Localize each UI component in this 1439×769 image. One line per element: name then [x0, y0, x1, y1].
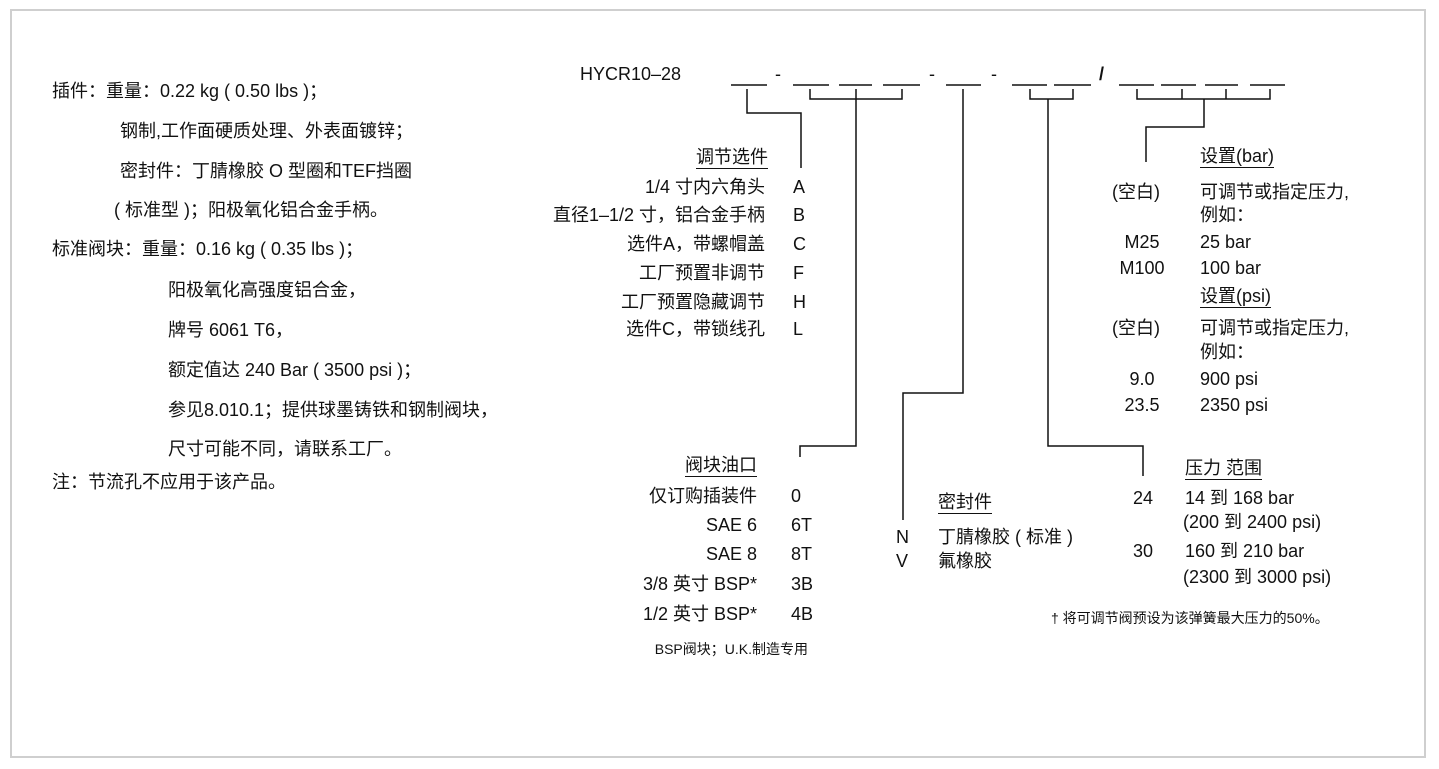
adjust-label: 工厂预置隐藏调节 — [621, 292, 765, 312]
note-line: 参见8.010.1；提供球墨铸铁和钢制阀块， — [168, 400, 499, 420]
seal-code: V — [896, 551, 909, 571]
adjust-code: L — [793, 319, 804, 339]
port-code: 4B — [791, 604, 814, 624]
port-label: 仅订购插装件 — [649, 486, 757, 506]
note-line: 插件：重量：0.22 kg ( 0.50 lbs )； — [52, 81, 328, 101]
adjust-title: 调节选件 — [696, 147, 768, 169]
code-slash: / — [1099, 64, 1105, 84]
note-line: ( 标准型 )；阳极氧化铝合金手柄。 — [114, 200, 388, 220]
note-line: 额定值达 240 Bar ( 3500 psi )； — [168, 360, 422, 380]
adjust-code: B — [793, 205, 806, 225]
setting-code: (空白) — [1112, 182, 1160, 202]
adjust-code: H — [793, 292, 806, 312]
setting-code: (空白) — [1112, 318, 1160, 338]
port-label: 1/2 英寸 BSP* — [642, 604, 757, 624]
model-code-prefix: HYCR10–28 — [580, 64, 682, 84]
setting-code: M25 — [1124, 232, 1160, 252]
setting-connector — [1145, 99, 1205, 162]
note-line: 密封件：丁腈橡胶 O 型圈和TEF挡圈 — [120, 161, 412, 181]
range-code: 24 — [1133, 488, 1154, 508]
port-code: 0 — [791, 486, 802, 506]
seals-title: 密封件 — [938, 492, 992, 514]
setting-example: 例如： — [1200, 205, 1254, 225]
note-line: 尺寸可能不同，请联系工厂。 — [168, 439, 402, 459]
setting-desc: 可调节或指定压力, — [1200, 182, 1350, 202]
range-bracket — [1029, 89, 1074, 100]
note-line: 标准阀块：重量：0.16 kg ( 0.35 lbs )； — [52, 239, 364, 259]
setting-label: 900 psi — [1200, 369, 1259, 389]
note-line: 钢制,工作面硬质处理、外表面镀锌； — [120, 121, 413, 141]
adjust-code: A — [793, 177, 806, 197]
adjust-label: 选件A，带螺帽盖 — [626, 234, 765, 254]
setting-label: 100 bar — [1200, 258, 1262, 278]
code-dash: - — [991, 64, 997, 84]
range-connector — [1047, 99, 1144, 476]
setting-bracket — [1136, 89, 1271, 100]
seal-label: 氟橡胶 — [938, 551, 992, 571]
range-bar: 14 到 168 bar — [1185, 488, 1295, 508]
range-psi: (2300 到 3000 psi) — [1183, 567, 1332, 587]
code-dash: - — [929, 64, 935, 84]
range-title: 压力 范围 — [1185, 458, 1263, 480]
adjust-label: 选件C，带锁线孔 — [626, 319, 765, 339]
setting-label: 25 bar — [1200, 232, 1252, 252]
seal-label: 丁腈橡胶 ( 标准 ) — [938, 527, 1073, 547]
settings-bar-title: 设置(bar) — [1200, 146, 1275, 168]
adjust-label: 工厂预置非调节 — [639, 263, 765, 283]
port-code: 3B — [791, 574, 814, 594]
port-label: SAE 8 — [705, 544, 757, 564]
range-footnote: † 将可调节阀预设为该弹簧最大压力的50%。 — [1051, 610, 1329, 626]
code-dash: - — [775, 64, 781, 84]
setting-label: 2350 psi — [1200, 395, 1269, 415]
note-line: 牌号 6061 T6， — [168, 320, 294, 340]
port-code: 8T — [791, 544, 813, 564]
setting-desc: 可调节或指定压力, — [1200, 318, 1350, 338]
ports-note: BSP阀块；U.K.制造专用 — [654, 641, 808, 657]
note-line: 阳极氧化高强度铝合金， — [168, 280, 366, 300]
adjust-connector — [746, 89, 802, 168]
seal-connector — [902, 89, 964, 520]
port-connector — [799, 99, 857, 457]
note-line: 注：节流孔不应用于该产品。 — [52, 472, 286, 492]
setting-example: 例如： — [1200, 342, 1254, 362]
range-bar: 160 到 210 bar — [1185, 541, 1305, 561]
port-label: 3/8 英寸 BSP* — [642, 574, 757, 594]
adjust-code: F — [793, 263, 804, 283]
setting-code: 23.5 — [1124, 395, 1160, 415]
adjust-label: 直径1–1/2 寸，铝合金手柄 — [552, 205, 765, 225]
range-psi: (200 到 2400 psi) — [1183, 512, 1322, 532]
setting-code: 9.0 — [1129, 369, 1155, 389]
setting-code: M100 — [1119, 258, 1165, 278]
port-label: SAE 6 — [705, 515, 757, 535]
ports-title: 阀块油口 — [685, 455, 757, 477]
port-code: 6T — [791, 515, 813, 535]
range-code: 30 — [1133, 541, 1154, 561]
settings-psi-title: 设置(psi) — [1200, 286, 1271, 308]
adjust-label: 1/4 寸内六角头 — [644, 177, 765, 197]
document-frame — [10, 9, 1426, 758]
adjust-code: C — [793, 234, 806, 254]
seal-code: N — [896, 527, 909, 547]
